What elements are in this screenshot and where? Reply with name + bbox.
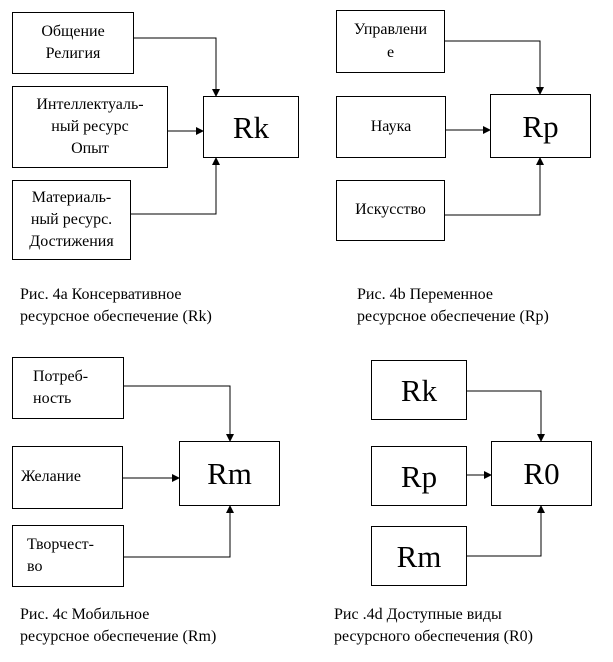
- connector-d1: [467, 390, 545, 442]
- panel-c-input-2: Желание: [12, 446, 123, 509]
- panel-a-caption: Рис. 4а Консервативное ресурсное обеспеч…: [20, 286, 212, 326]
- panel-b-target: Rp: [490, 94, 591, 158]
- connector-d3: [467, 505, 545, 557]
- panel-a-input-2: Интеллектуаль- ный ресурс Опыт: [12, 86, 168, 168]
- panel-d-input-3: Rm: [371, 526, 467, 586]
- panel-a-input-1: Общение Религия: [12, 12, 134, 74]
- panel-d-target: R0: [491, 441, 592, 506]
- panel-c-target: Rm: [179, 441, 280, 506]
- connector-b1: [445, 40, 544, 95]
- panel-c-caption: Рис. 4c Мобильное ресурсное обеспечение …: [20, 606, 217, 646]
- connector-c1: [124, 385, 234, 442]
- connector-c3: [124, 505, 234, 558]
- connector-b3: [445, 157, 544, 216]
- panel-c-input-1: Потреб- ность: [12, 357, 124, 419]
- panel-b-input-2: Наука: [336, 96, 446, 158]
- panel-b-input-1: Управлени е: [336, 10, 445, 73]
- panel-b-input-3: Искусство: [336, 180, 445, 241]
- panel-a-target: Rk: [203, 96, 299, 158]
- panel-d-input-1: Rk: [371, 360, 467, 420]
- panel-a-input-3: Материаль- ный ресурс. Достижения: [12, 180, 131, 260]
- panel-b-caption: Рис. 4b Переменное ресурсное обеспечение…: [357, 286, 549, 326]
- panel-d-caption: Рис .4d Доступные виды ресурсного обеспе…: [334, 606, 533, 646]
- panel-d-input-2: Rp: [371, 446, 467, 506]
- panel-c-input-3: Творчест- во: [12, 525, 124, 587]
